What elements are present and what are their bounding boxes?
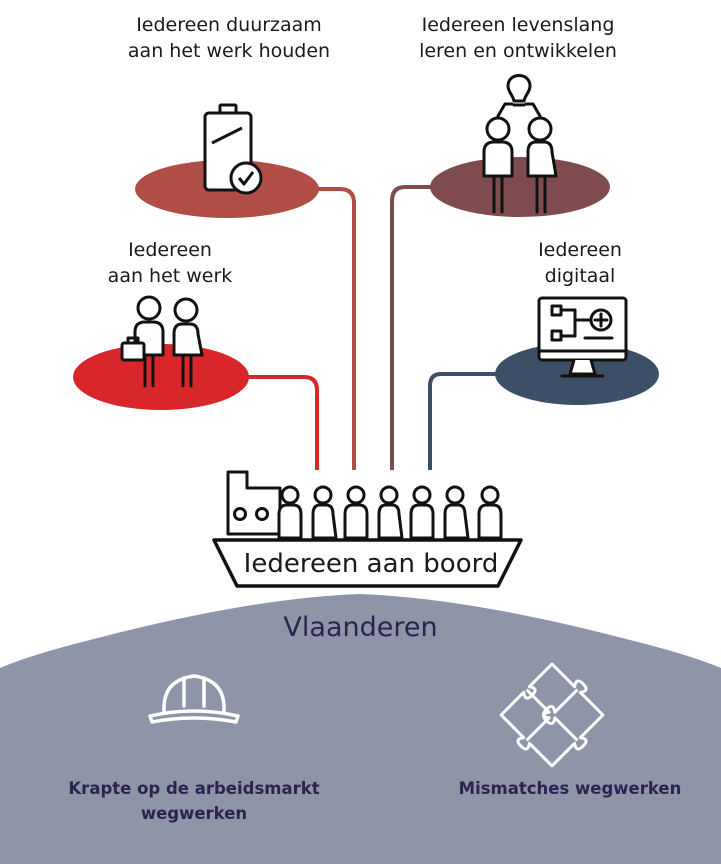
boat (226, 470, 282, 536)
connector-werk (248, 375, 319, 470)
hard-hat-icon (148, 674, 240, 724)
passenger-figure (311, 485, 338, 540)
passenger-figure (377, 485, 404, 540)
connector-digitaal (428, 372, 496, 470)
connector-levenslang (390, 185, 431, 470)
passenger-figure (477, 485, 503, 540)
lightbulb-people-icon (482, 74, 558, 214)
challenge-mismatch: Mismatches wegwerken (458, 779, 682, 798)
vlaanderen-region (0, 594, 721, 864)
ellipse-werk (73, 344, 249, 410)
region-title: Vlaanderen (283, 612, 438, 643)
boat-label: Iedereen aan boord (243, 549, 499, 579)
puzzle-icon (499, 662, 605, 768)
boat-passengers (277, 485, 503, 540)
battery-check-icon (203, 103, 263, 195)
monitor-diagram-icon (537, 296, 628, 378)
ellipse-levenslang (430, 157, 610, 217)
passenger-figure (409, 485, 435, 540)
people-briefcase-icon (120, 295, 204, 388)
passenger-figure (343, 485, 369, 540)
passenger-figure (277, 485, 303, 540)
passenger-figure (443, 485, 470, 540)
connector-duurzaam (318, 187, 356, 470)
boat-hull (212, 538, 523, 588)
